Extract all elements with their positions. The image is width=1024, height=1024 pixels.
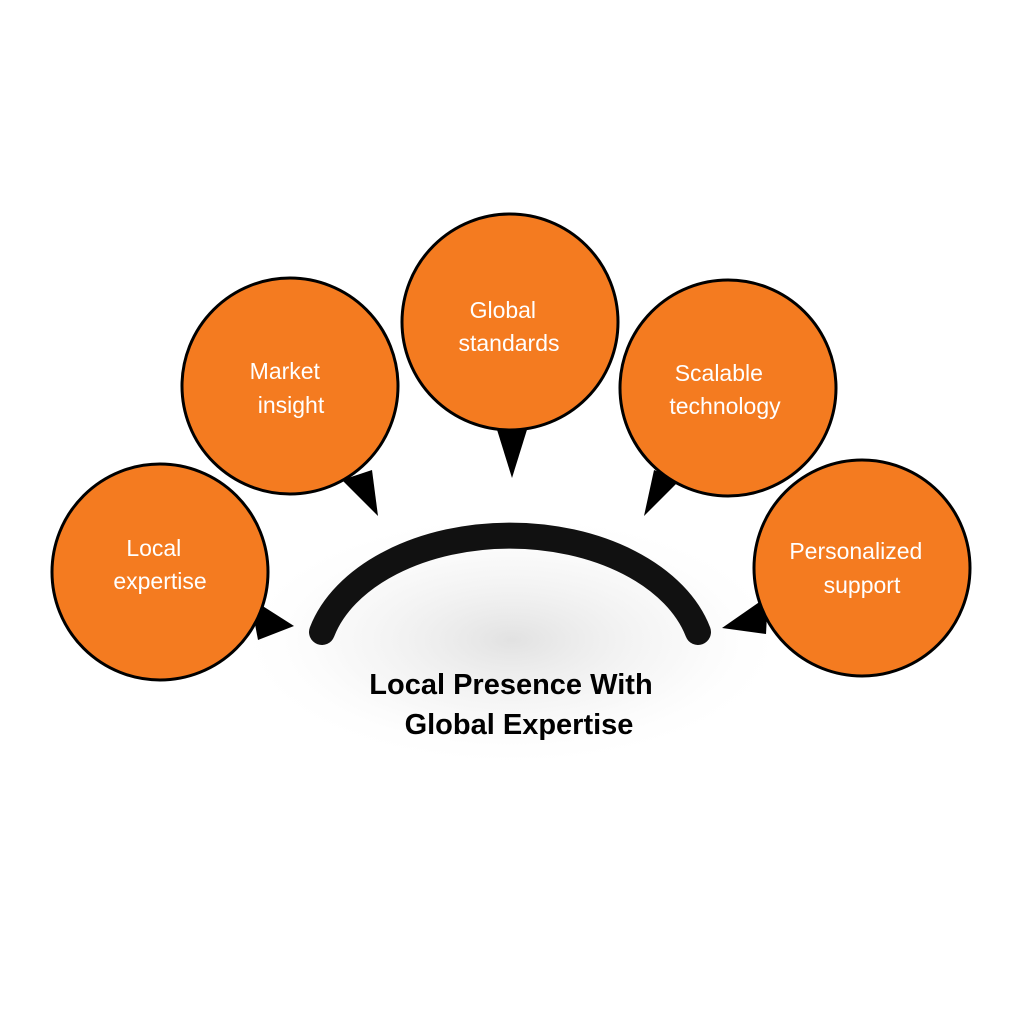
bubble-market-insight: Market insight [180,276,400,516]
bubble-circle [618,278,838,498]
diagram-title: Local Presence With Global Expertise [369,669,660,741]
svg-text:Market insight: Market insight [250,358,327,418]
bubble-circle [752,458,972,678]
title-line1: Local Presence With [369,669,652,701]
bubble-circle [180,276,400,496]
svg-text:Personalized support: Personalized support [789,538,928,598]
bubble-local-expertise: Local expertise [50,462,294,682]
bubble-label-line1: Personalized [789,538,922,564]
bubble-scalable-technology: Scalable technology [618,278,838,516]
bubble-circle [400,212,620,432]
bubble-label-line1: Market [250,358,321,384]
bubble-label-line1: Local [126,535,181,561]
bubble-global-standards: Global standards [400,212,620,478]
bubble-label-line1: Global [470,297,536,323]
bubble-pointer [494,420,530,478]
svg-text:Global standards: Global standards [458,297,559,356]
svg-text:Scalable technology: Scalable technology [669,360,781,419]
bubble-label-line2: expertise [113,568,206,594]
bubble-label-line2: standards [458,330,559,356]
bubble-label-line2: insight [258,392,325,418]
bubble-label-line2: support [824,572,901,598]
bubble-label-line1: Scalable [675,360,763,386]
bubble-pointer [342,470,378,516]
bubble-label-line2: technology [669,393,781,419]
title-line2: Global Expertise [405,709,634,741]
svg-text:Local expertise: Local expertise [113,535,206,594]
central-arc [309,522,711,645]
bubble-circle [50,462,270,682]
bubble-personalized-support: Personalized support [722,458,972,678]
bubble-pointer [722,596,768,634]
bubble-pointer [644,470,680,516]
